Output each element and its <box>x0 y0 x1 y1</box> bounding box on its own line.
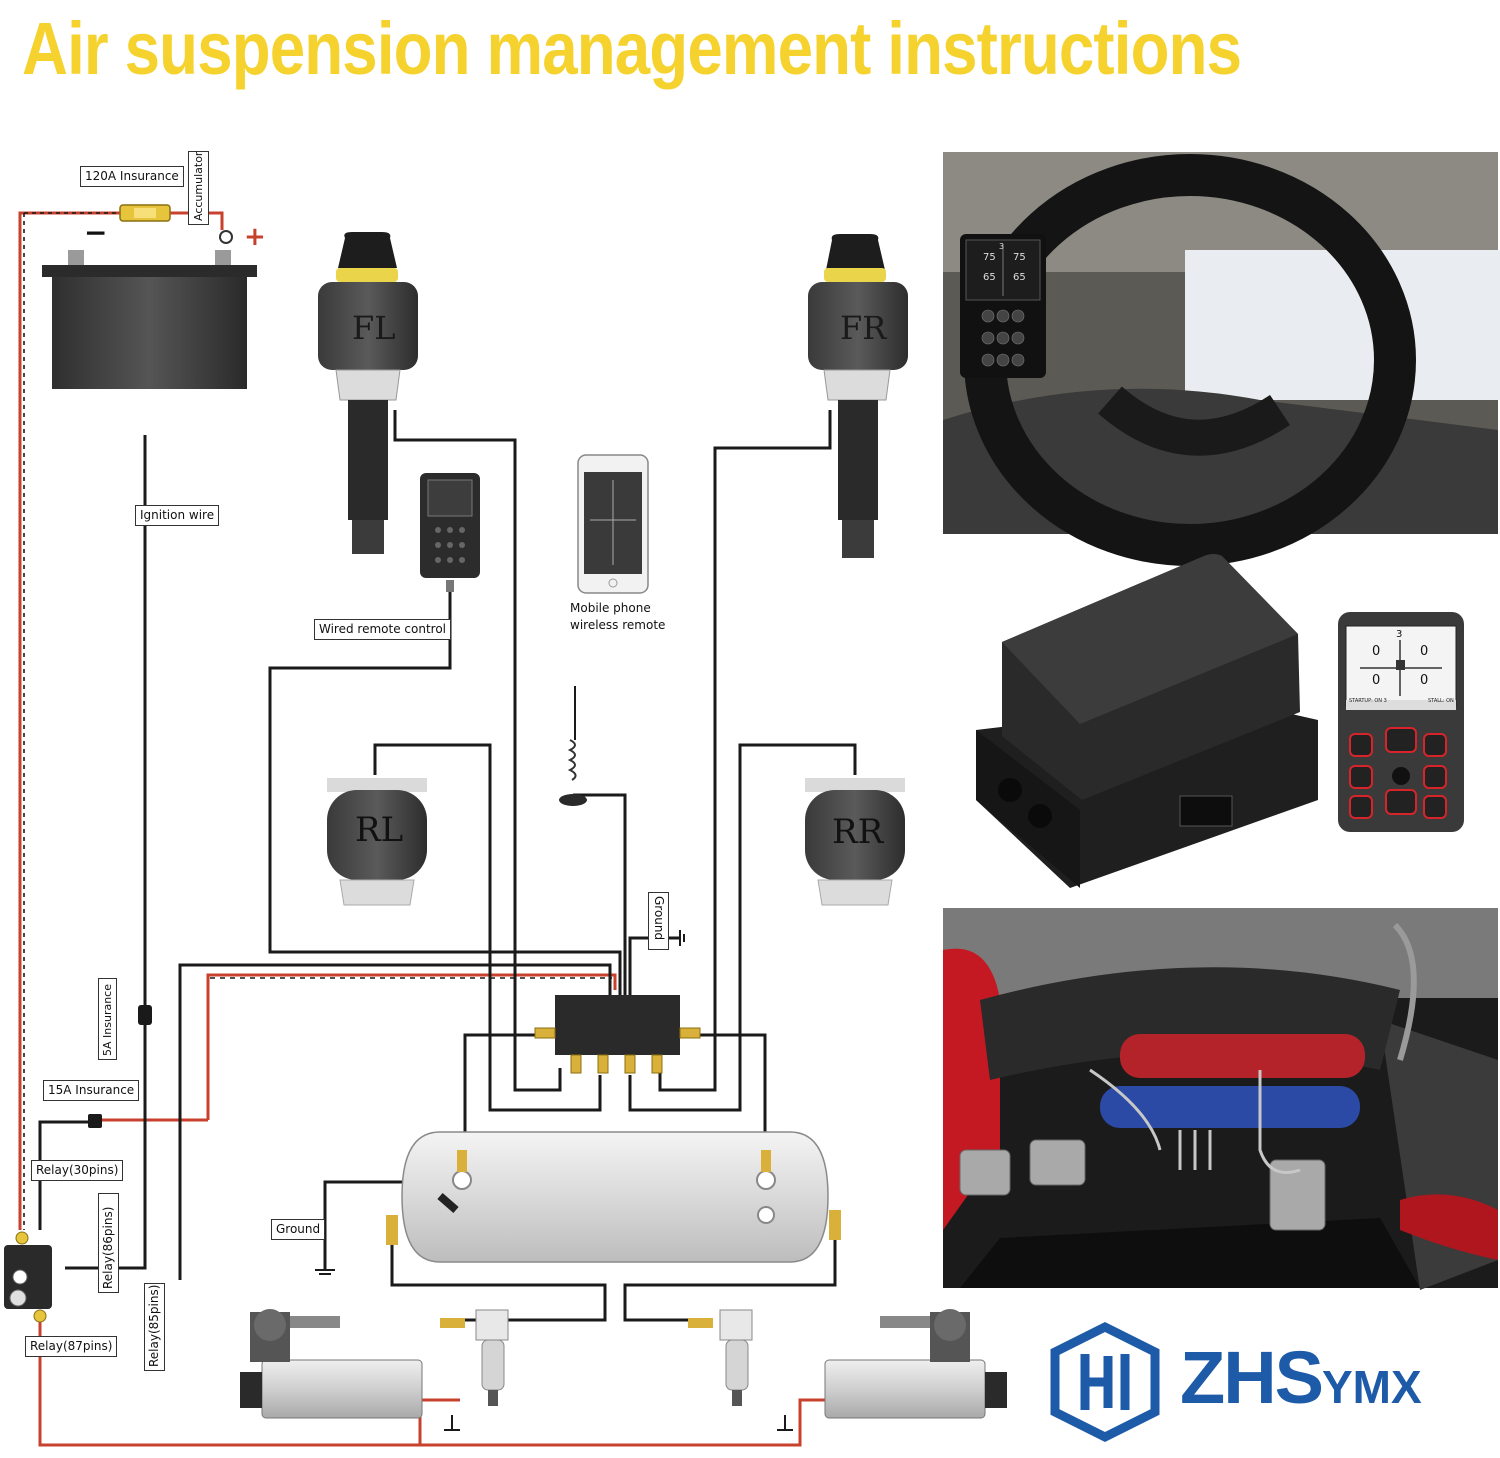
compressor-right <box>688 1309 1007 1419</box>
dash-screen-v2: 75 <box>1013 252 1026 263</box>
filter-left <box>475 1309 509 1406</box>
label-relay-30pins: Relay(30pins) <box>31 1160 124 1181</box>
airbag-rl <box>327 778 427 906</box>
label-15a-insurance: 15A Insurance <box>43 1080 140 1101</box>
label-relay-87pins: Relay(87pins) <box>25 1336 118 1357</box>
label-ground-bottom: Ground <box>271 1219 326 1240</box>
label-wired-remote: Wired remote control <box>314 619 452 640</box>
dash-screen-v4: 65 <box>1013 272 1026 283</box>
brand-logo: ZHSYMX <box>1050 1320 1480 1440</box>
label-120a-insurance: 120A Insurance <box>80 166 184 187</box>
black-overlay-wires <box>23 212 612 1230</box>
dash-screen-v3: 65 <box>983 272 996 283</box>
strut-fr <box>808 234 908 558</box>
ground-symbols <box>315 930 793 1431</box>
handheld-screen-v2: 0 <box>1420 644 1429 659</box>
handheld-footer-left: STARTUP: ON 3 <box>1349 698 1387 704</box>
label-ground-top: Ground <box>648 892 669 950</box>
bag-label-fr: FR <box>840 309 887 347</box>
bag-label-rl: RL <box>355 810 404 850</box>
label-mobile-remote-line2: wireless remote <box>570 618 666 632</box>
bag-label-rr: RR <box>832 812 884 852</box>
mobile-phone <box>577 454 649 594</box>
photo-dashboard <box>943 152 1500 566</box>
brand-wordmark: ZHSYMX <box>1180 1338 1422 1427</box>
brand-suffix: YMX <box>1322 1361 1422 1413</box>
wired-remote <box>420 473 480 592</box>
filter-right <box>719 1309 753 1406</box>
battery <box>42 250 257 389</box>
label-mobile-remote-line1: Mobile phone <box>570 601 651 615</box>
handheld-screen-v3: 0 <box>1372 673 1381 688</box>
air-tank <box>386 1131 841 1263</box>
relay <box>4 1231 52 1323</box>
compressor-left <box>240 1309 465 1419</box>
label-relay-85pins: Relay(85pins) <box>144 1283 165 1371</box>
label-ignition-wire: Ignition wire <box>135 505 220 526</box>
fuse-120a <box>119 204 171 222</box>
brand-logo-mark <box>1050 1321 1160 1443</box>
antenna <box>559 686 587 806</box>
handheld-screen-v4: 0 <box>1420 673 1429 688</box>
battery-minus-sign: − <box>84 216 108 249</box>
page-title: Air suspension management instructions <box>22 7 1242 90</box>
dash-screen-v1: 75 <box>983 252 996 263</box>
handheld-screen-v1: 0 <box>1372 644 1381 659</box>
brand-main: ZHS <box>1180 1336 1324 1419</box>
fuse-15a <box>88 1114 102 1128</box>
photo-trunk <box>943 908 1498 1290</box>
battery-terminal <box>219 230 233 244</box>
photo-ecu-remote <box>976 554 1464 888</box>
bag-label-fl: FL <box>352 309 396 347</box>
battery-plus-sign: + <box>244 222 266 252</box>
fuse-5a <box>138 1005 152 1025</box>
handheld-footer-right: STALL: ON <box>1428 698 1454 704</box>
label-accumulator: Accumulator <box>188 151 209 225</box>
strut-fl <box>318 232 418 554</box>
black-lines <box>38 410 857 1322</box>
airbag-rr <box>805 778 905 906</box>
dash-screen-top: 3 <box>999 242 1005 251</box>
handheld-screen-top: 3 <box>1396 629 1403 640</box>
label-5a-insurance: 5A Insurance <box>98 978 117 1060</box>
label-relay-86pins: Relay(86pins) <box>98 1193 119 1293</box>
valve-manifold <box>534 995 701 1074</box>
red-power-wires <box>18 211 830 1447</box>
